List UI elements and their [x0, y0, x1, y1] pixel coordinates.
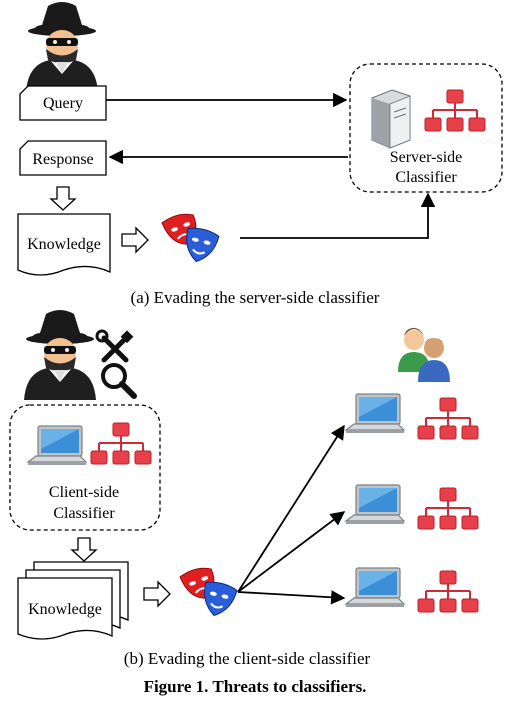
- query-label: Query: [43, 95, 83, 112]
- tools-icon: [95, 329, 134, 363]
- attacker-spy-icon-b: [24, 310, 96, 400]
- client-laptop-icon-3: [345, 567, 405, 608]
- users-icon: [398, 328, 450, 382]
- server-label-line2: Classifier: [395, 169, 457, 186]
- server-tower-icon: [371, 89, 411, 149]
- response-document: Response: [19, 140, 107, 176]
- knowledge-document-stack: Knowledge: [17, 561, 129, 640]
- client-network-tree-icon-1: [417, 397, 479, 440]
- caption-b: (b) Evading the client-side classifier: [124, 649, 371, 668]
- knowledge-document-a: Knowledge: [17, 213, 111, 276]
- magnifier-icon: [101, 363, 137, 399]
- down-arrow-icon: [49, 186, 77, 211]
- knowledge-label-b: Knowledge: [28, 601, 102, 618]
- client-network-tree-icon: [90, 422, 152, 465]
- response-label: Response: [32, 151, 93, 168]
- server-label-line1: Server-side: [390, 149, 463, 166]
- client-network-tree-icon-3: [417, 570, 479, 613]
- right-arrow-icon: [121, 226, 149, 254]
- attacker-spy-icon: [26, 2, 98, 92]
- down-arrow-icon-b: [70, 537, 98, 562]
- query-document: Query: [19, 85, 107, 121]
- client-laptop-icon-2: [345, 484, 405, 525]
- client-laptop-icon: [27, 425, 87, 466]
- evasion-arrow-top: [237, 424, 345, 593]
- server-network-tree-icon: [424, 89, 486, 132]
- right-arrow-icon-b: [143, 580, 171, 608]
- theater-masks-icon-b: [178, 563, 239, 621]
- evasion-arrow-bottom: [237, 590, 346, 605]
- theater-masks-icon: [160, 209, 221, 267]
- knowledge-label-a: Knowledge: [27, 236, 101, 253]
- client-network-tree-icon-2: [417, 487, 479, 530]
- evasion-arrow-a: [240, 192, 436, 239]
- client-laptop-icon-1: [345, 393, 405, 434]
- evasion-arrow-middle: [237, 511, 346, 593]
- client-label-line2: Classifier: [53, 505, 115, 522]
- figure-title: Figure 1. Threats to classifiers.: [144, 677, 367, 696]
- server-classifier-box: [349, 63, 503, 193]
- caption-a: (a) Evading the server-side classifier: [131, 288, 380, 307]
- client-label-line1: Client-side: [49, 484, 119, 501]
- client-classifier-box: [9, 404, 161, 531]
